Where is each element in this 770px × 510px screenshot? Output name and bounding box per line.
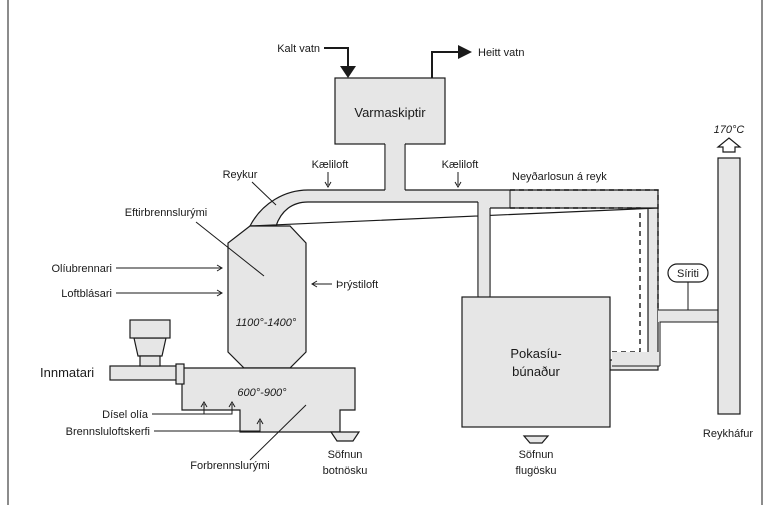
hot-water-label: Heitt vatn xyxy=(478,47,524,59)
arrow-down-icon xyxy=(340,66,356,78)
bag-filter-label-2: búnaður xyxy=(512,364,560,379)
fly-ash-label-1: Söfnun xyxy=(519,449,554,461)
fly-ash-hopper xyxy=(522,435,550,444)
cooling-air-label-2: Kæliloft xyxy=(442,159,479,171)
feeder-bin xyxy=(129,319,171,339)
pre-combustion-leader xyxy=(249,404,307,461)
duct-vertical-exchanger xyxy=(385,143,405,191)
cooling-air-label-1: Kæliloft xyxy=(312,159,349,171)
after-burn-chamber-label: Eftirbrennslurými xyxy=(125,207,208,219)
arrow-up-icon xyxy=(200,401,208,408)
bottom-ash-label-2: botnösku xyxy=(323,465,368,477)
arrow-up-icon xyxy=(716,137,742,153)
feeder-gate xyxy=(175,363,185,385)
chimney-label: Reykháfur xyxy=(703,428,753,440)
duct-bagfilter-to-stack xyxy=(612,352,660,366)
emergency-bypass-outer xyxy=(510,189,659,310)
cold-water-pipe xyxy=(324,47,349,72)
stack-temp-label: 170°C xyxy=(714,124,745,136)
after-burn-leader xyxy=(195,221,265,277)
primary-temp-label: 600°-900° xyxy=(237,387,287,399)
heat-exchanger-label: Varmaskiptir xyxy=(354,105,426,120)
arrow-down-icon xyxy=(454,181,462,188)
oil-burner-label: Olíubrennari xyxy=(51,263,112,275)
chimney xyxy=(717,157,741,415)
feeder-chute xyxy=(139,355,161,367)
bottom-ash-label-1: Söfnun xyxy=(328,449,363,461)
combustion-air-line xyxy=(154,421,261,432)
diesel-oil-label: Dísel olía xyxy=(102,409,149,421)
hot-water-pipe xyxy=(431,51,460,78)
arrow-up-icon xyxy=(256,418,264,425)
smoke-leader xyxy=(251,181,277,206)
arrow-right-icon xyxy=(458,45,472,59)
diesel-oil-line xyxy=(152,404,233,415)
fly-ash-label-2: flugösku xyxy=(516,465,557,477)
arrow-right-icon xyxy=(216,264,223,272)
duct-branch xyxy=(490,191,510,207)
secondary-chamber xyxy=(227,225,307,369)
feeder-rail xyxy=(109,365,183,381)
arrow-right-icon xyxy=(216,289,223,297)
bag-filter-label-1: Pokasíu- xyxy=(510,346,561,361)
secondary-temp-label: 1100°-1400° xyxy=(236,317,297,329)
arrow-up-icon xyxy=(228,401,236,408)
duct-edge xyxy=(657,300,718,311)
duct-edge xyxy=(659,321,718,366)
feeder-label: Innmatari xyxy=(40,365,94,380)
emergency-release-label: Neyðarlosun á reyk xyxy=(512,171,607,183)
feeder-hopper xyxy=(133,337,167,357)
air-blower-label: Loftblásari xyxy=(61,288,112,300)
cold-water-label: Kalt vatn xyxy=(277,43,320,55)
recorder-label: Síriti xyxy=(677,268,699,280)
duct-to-stack xyxy=(658,310,720,322)
bag-filter xyxy=(461,296,611,428)
duct-down-to-bagfilter xyxy=(478,201,490,297)
smoke-label: Reykur xyxy=(223,169,258,181)
combustion-air-label: Brennsluloftskerfi xyxy=(66,426,150,438)
primary-chamber xyxy=(181,367,356,433)
compressed-air-label: Þrýstiloft xyxy=(336,279,378,291)
heat-exchanger xyxy=(334,77,446,145)
bottom-ash-hopper xyxy=(329,431,361,442)
arrow-left-icon xyxy=(311,280,318,288)
arrow-down-icon xyxy=(324,181,332,188)
pre-combustion-label: Forbrennslurými xyxy=(190,460,269,472)
